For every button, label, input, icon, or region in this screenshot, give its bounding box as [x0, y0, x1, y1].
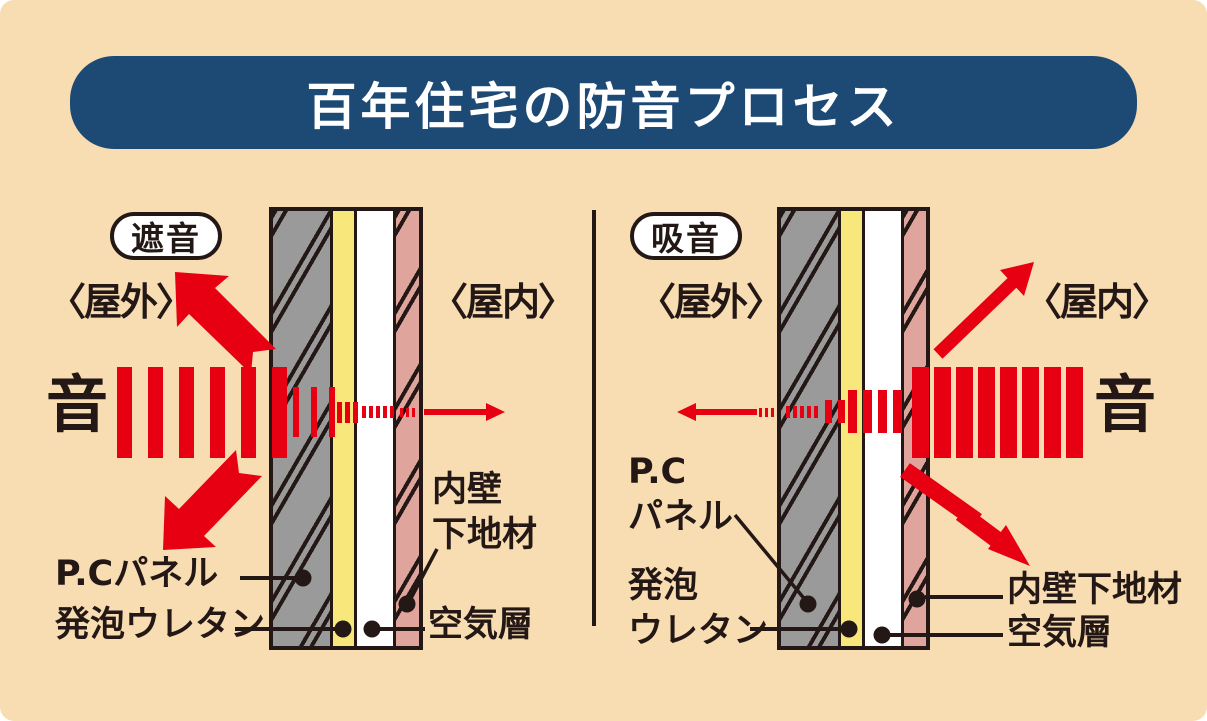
urethane-label-line2: ウレタン — [628, 611, 769, 651]
sound-bar — [759, 408, 762, 417]
air-label-left: 空気層 — [428, 605, 534, 645]
badge-sound-absorption: 吸音 — [630, 212, 742, 260]
pc-panel-label-right: P.C パネル — [628, 450, 733, 540]
absorb-arrow-up-right-icon — [933, 276, 1019, 359]
air-layer — [357, 211, 393, 646]
reflect-arrow-down-left-icon — [163, 450, 262, 550]
title-banner: 百年住宅の防音プロセス — [70, 56, 1137, 149]
outdoor-label-right: 〈屋外〉 — [638, 280, 784, 324]
air-layer — [865, 211, 901, 646]
sound-bar — [1022, 367, 1039, 458]
urethane-label-right: 発泡 ウレタン — [628, 564, 768, 654]
pc-panel-label-left: P.Cパネル — [55, 554, 219, 594]
badge-label: 吸音 — [651, 219, 721, 258]
badge-sound-insulation: 遮音 — [110, 212, 222, 260]
sound-bar — [241, 367, 256, 458]
sound-bar — [978, 367, 995, 458]
sound-character-left: 音 — [46, 368, 109, 441]
sound-bar — [934, 367, 951, 458]
sound-bar — [210, 367, 225, 458]
sound-bar — [1000, 367, 1017, 458]
sound-bar — [148, 367, 163, 458]
inner-wall-label-line1: 内壁 — [432, 470, 503, 510]
urethane-label-line1: 発泡 — [628, 566, 699, 606]
sound-bar — [771, 408, 774, 417]
sound-bar — [117, 367, 132, 458]
outdoor-label-left: 〈屋外〉 — [48, 280, 194, 324]
exit-arrowhead-right-icon — [486, 403, 505, 421]
indoor-label-left: 〈屋内〉 — [430, 280, 576, 324]
urethane-layer — [841, 211, 862, 646]
pc-panel-layer — [273, 211, 330, 646]
panel-divider-line — [592, 210, 596, 626]
inner-wall-label-line2: 下地材 — [432, 515, 538, 555]
absorb-bolt-arrow-segment2-icon — [955, 506, 1010, 552]
urethane-layer — [333, 211, 354, 646]
urethane-label-left: 発泡ウレタン — [55, 605, 266, 645]
wall-cross-section-left — [269, 207, 423, 650]
sound-bar — [765, 408, 768, 417]
indoor-label-right: 〈屋内〉 — [1024, 280, 1170, 324]
pc-panel-layer — [781, 211, 838, 646]
inner-wall-label-left: 内壁 下地材 — [432, 468, 537, 558]
pc-panel-label-line1: P.C — [628, 452, 687, 492]
sound-bar — [179, 367, 194, 458]
inner-wall-label-right: 内壁下地材 — [1007, 570, 1183, 610]
sound-bar — [956, 367, 973, 458]
pc-panel-label-line2: パネル — [628, 497, 734, 537]
air-label-right: 空気層 — [1007, 613, 1113, 653]
page-title: 百年住宅の防音プロセス — [306, 77, 901, 136]
exit-arrowhead-left-icon — [677, 403, 696, 421]
sound-bar — [1044, 367, 1061, 458]
sound-character-right: 音 — [1094, 368, 1157, 441]
sound-bar — [1066, 367, 1083, 458]
absorb-bolt-arrowhead-icon — [988, 525, 1030, 566]
badge-label: 遮音 — [131, 219, 201, 258]
inner-wall-layer — [396, 211, 419, 646]
wall-cross-section-right — [777, 207, 930, 650]
inner-wall-layer — [904, 211, 926, 646]
